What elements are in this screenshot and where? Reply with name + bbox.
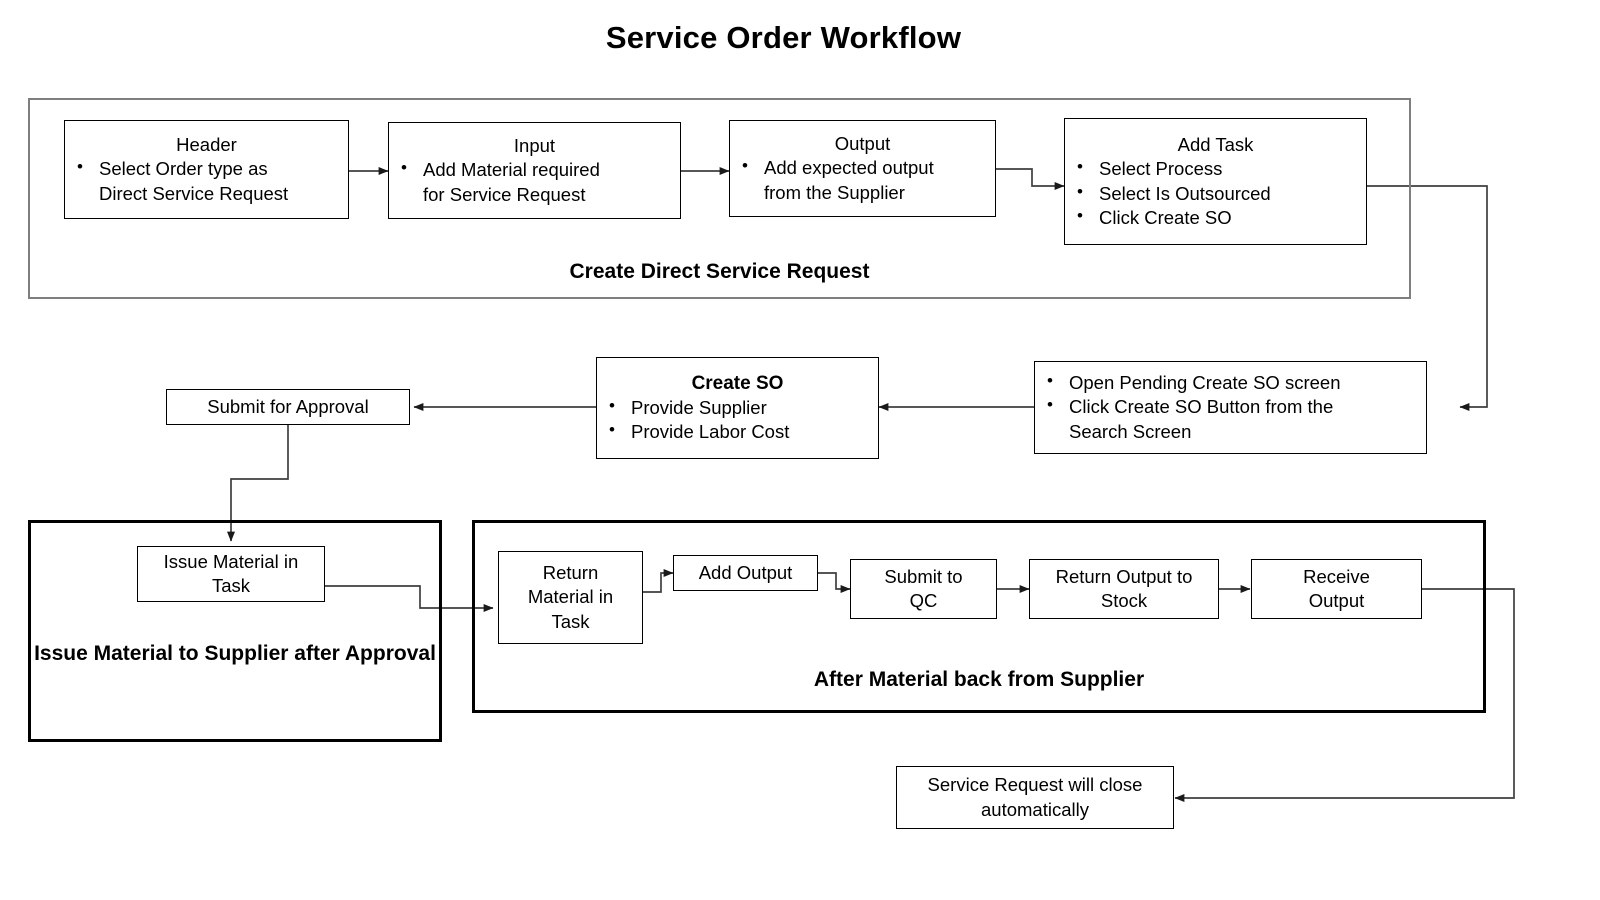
node-service-request-close[interactable]: Service Request will close automatically (896, 766, 1174, 829)
node-output-title: Output (834, 133, 891, 155)
list-item: Click Create SO Button from the Search S… (1035, 394, 1426, 443)
list-item: Select Process (1065, 156, 1366, 181)
node-submit-for-approval[interactable]: Submit for Approval (166, 389, 410, 425)
node-return-output-to-stock-label: Return Output to Stock (1055, 565, 1193, 611)
node-receive-output-label: Receive Output (1303, 565, 1370, 611)
bullet-line: Add expected output (764, 157, 934, 179)
node-header-title: Header (176, 134, 237, 156)
group-create-direct-service-request: Create Direct Service Request (28, 98, 1411, 299)
list-item: Provide Labor Cost (597, 419, 878, 444)
list-item: Add expected output from the Supplier (730, 155, 995, 204)
node-header[interactable]: Header Select Order type as Direct Servi… (64, 120, 349, 219)
node-submit-to-qc[interactable]: Submit to QC (850, 559, 997, 619)
group-label-create-direct-service-request: Create Direct Service Request (569, 259, 870, 283)
node-create-so-bullets: Provide Supplier Provide Labor Cost (597, 395, 878, 444)
node-create-so-title: Create SO (691, 372, 784, 394)
node-issue-material-in-task-label: Issue Material in Task (163, 550, 299, 596)
bullet-line: Provide Supplier (631, 397, 767, 419)
group-after-material-back: After Material back from Supplier (472, 520, 1486, 713)
bullet-line: Direct Service Request (99, 182, 289, 204)
page-title: Service Order Workflow (605, 20, 962, 55)
node-return-output-to-stock[interactable]: Return Output to Stock (1029, 559, 1219, 619)
node-add-task[interactable]: Add Task Select Process Select Is Outsou… (1064, 118, 1367, 245)
node-submit-to-qc-label: Submit to QC (884, 565, 963, 611)
node-pending-create-so[interactable]: Open Pending Create SO screen Click Crea… (1034, 361, 1427, 454)
list-item: Select Order type as Direct Service Requ… (65, 156, 348, 205)
bullet-line: Select Process (1099, 158, 1223, 180)
bullet-line: Select Order type as (99, 158, 268, 180)
node-return-material-in-task-label: Return Material in Task (527, 562, 614, 632)
node-add-output-label: Add Output (698, 561, 793, 583)
bullet-line: for Service Request (423, 183, 586, 205)
bullet-line: Provide Labor Cost (631, 421, 790, 443)
node-issue-material-in-task[interactable]: Issue Material in Task (137, 546, 325, 602)
node-submit-for-approval-label: Submit for Approval (207, 395, 369, 417)
node-add-task-bullets: Select Process Select Is Outsourced Clic… (1065, 156, 1366, 230)
node-service-request-close-label: Service Request will close automatically (927, 774, 1143, 820)
node-input-title: Input (513, 135, 556, 157)
bullet-line: Add Material required (423, 159, 600, 181)
bullet-line: Click Create SO Button from the (1069, 396, 1334, 418)
list-item: Select Is Outsourced (1065, 180, 1366, 206)
node-input[interactable]: Input Add Material required for Service … (388, 122, 681, 219)
bullet-line: Select Is Outsourced (1099, 182, 1271, 204)
node-output[interactable]: Output Add expected output from the Supp… (729, 120, 996, 217)
list-item: Click Create SO (1065, 205, 1366, 230)
list-item: Provide Supplier (597, 395, 878, 420)
node-receive-output[interactable]: Receive Output (1251, 559, 1422, 619)
node-pending-create-so-bullets: Open Pending Create SO screen Click Crea… (1035, 370, 1426, 443)
node-add-task-title: Add Task (1177, 134, 1254, 156)
node-return-material-in-task[interactable]: Return Material in Task (498, 551, 643, 644)
bullet-line: from the Supplier (764, 181, 905, 203)
group-label-after-material-back: After Material back from Supplier (813, 668, 1145, 691)
list-item: Open Pending Create SO screen (1035, 370, 1426, 395)
bullet-line: Click Create SO (1099, 206, 1232, 228)
node-output-bullets: Add expected output from the Supplier (730, 155, 995, 204)
group-issue-material-to-supplier: Issue Material to Supplier after Approva… (28, 520, 442, 742)
node-create-so[interactable]: Create SO Provide Supplier Provide Labor… (596, 357, 879, 459)
group-label-issue-material-to-supplier: Issue Material to Supplier after Approva… (34, 642, 436, 665)
bullet-line: Open Pending Create SO screen (1069, 372, 1341, 394)
bullet-line: Search Screen (1069, 420, 1192, 442)
list-item: Add Material required for Service Reques… (389, 157, 680, 206)
node-input-bullets: Add Material required for Service Reques… (389, 157, 680, 206)
node-header-bullets: Select Order type as Direct Service Requ… (65, 156, 348, 205)
node-add-output[interactable]: Add Output (673, 555, 818, 591)
